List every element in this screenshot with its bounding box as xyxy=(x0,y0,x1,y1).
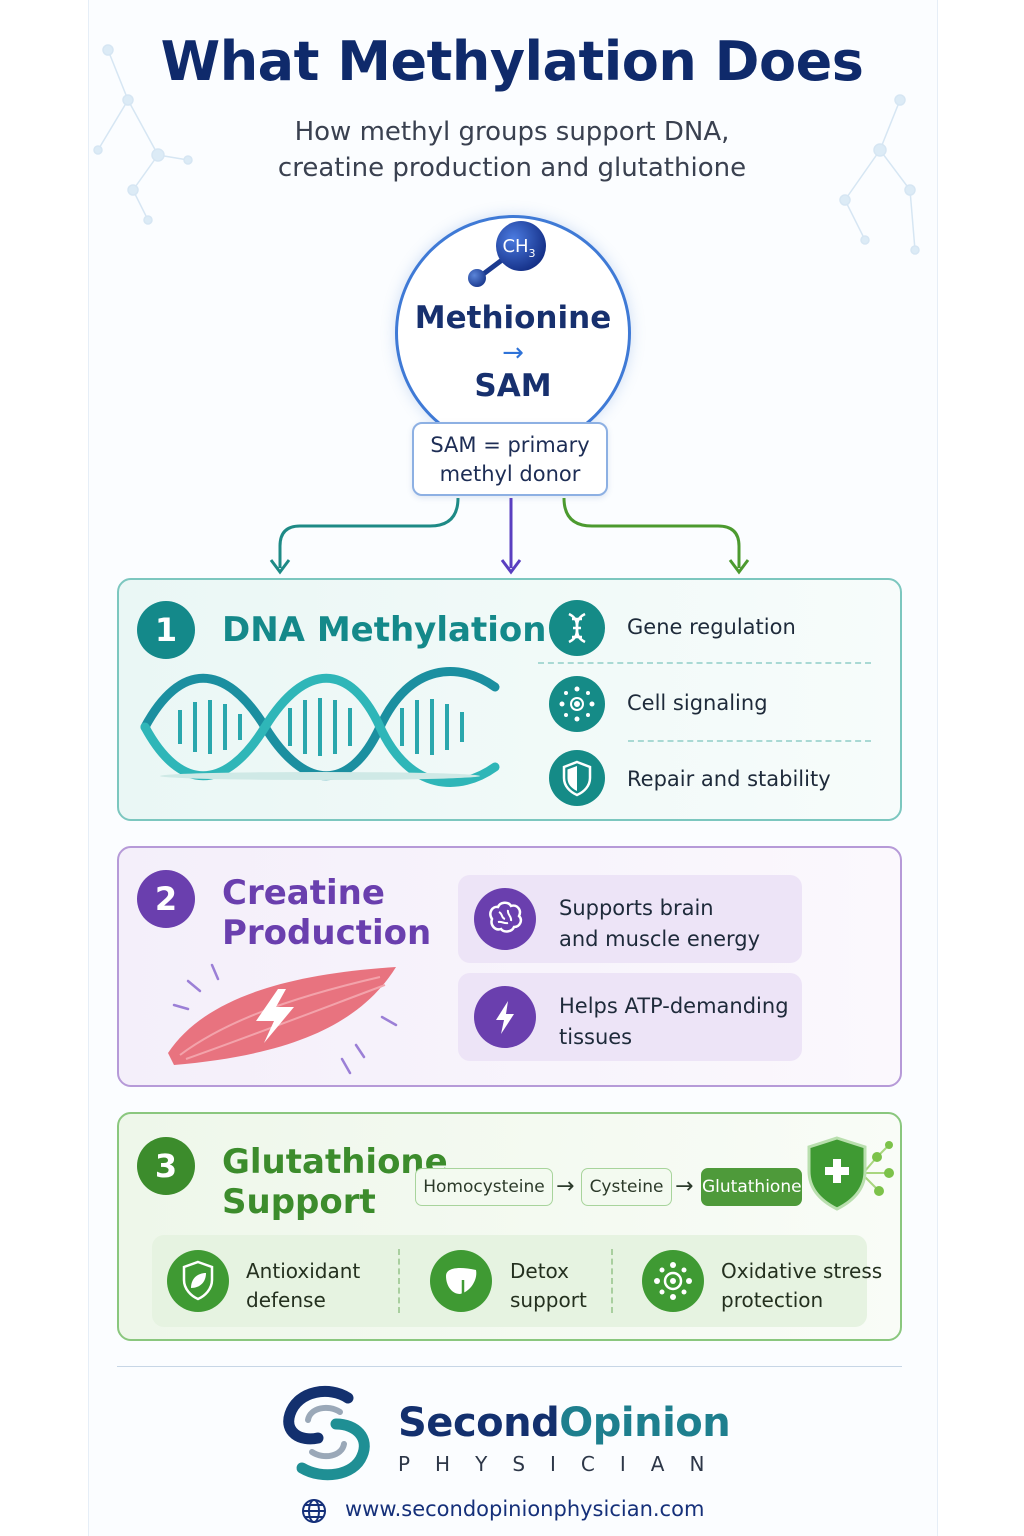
dna-methylation-title: DNA Methylation xyxy=(222,610,547,650)
antioxidant-defense-text: Antioxidant defense xyxy=(246,1257,360,1315)
cell-signaling-label: Cell signaling xyxy=(627,691,768,715)
glutathione-title-line-2: Support xyxy=(222,1182,376,1222)
repair-stability-label: Repair and stability xyxy=(627,767,831,791)
website-link[interactable]: www.secondopinionphysician.com xyxy=(345,1497,705,1521)
sam-note-box: SAM = primary methyl donor xyxy=(412,422,608,496)
brain-energy-line-1: Supports brain xyxy=(559,896,714,920)
section-number-3: 3 xyxy=(137,1137,195,1195)
glutathione-benefits-bar xyxy=(152,1235,867,1327)
creatine-title-line-1: Creatine xyxy=(222,873,385,913)
methionine-label: Methionine xyxy=(414,300,612,336)
brain-energy-text: Supports brain and muscle energy xyxy=(559,893,760,955)
lightning-icon xyxy=(474,986,536,1048)
cell-signal-icon xyxy=(549,676,605,732)
footer-divider xyxy=(117,1366,902,1367)
section-number-1: 1 xyxy=(137,601,195,659)
leaf-shield-icon xyxy=(167,1250,229,1312)
brain-icon xyxy=(474,888,536,950)
divider xyxy=(538,662,871,664)
cell-icon xyxy=(642,1250,704,1312)
chain-arrow-2: → xyxy=(675,1174,694,1199)
detox-support-text: Detox support xyxy=(510,1257,587,1315)
brain-energy-line-2: and muscle energy xyxy=(559,927,761,951)
dna-helix-icon xyxy=(140,667,500,787)
molecule-decoration-left xyxy=(93,44,193,225)
brand-name: SecondOpinion xyxy=(398,1400,731,1446)
page-subtitle: How methyl groups support DNA, creatine … xyxy=(0,114,1024,186)
divider xyxy=(628,740,871,742)
detox-line-2: support xyxy=(510,1288,587,1312)
subtitle-line-1: How methyl groups support DNA, xyxy=(294,117,730,147)
conversion-arrow: → xyxy=(502,338,524,368)
subtitle-line-2: creatine production and glutathione xyxy=(277,153,747,183)
muscle-lightning-icon xyxy=(168,963,398,1075)
homocysteine-chip: Homocysteine xyxy=(415,1168,553,1206)
glutathione-title-line-1: Glutathione xyxy=(222,1142,448,1182)
oxidative-stress-text: Oxidative stress protection xyxy=(721,1257,882,1315)
section-number-2: 2 xyxy=(137,870,195,928)
chain-arrow-1: → xyxy=(556,1174,575,1199)
oxidative-line-2: protection xyxy=(721,1288,824,1312)
atp-line-1: Helps ATP-demanding xyxy=(559,994,789,1018)
arrow-to-dna xyxy=(278,497,460,568)
brand-name-part-1: Second xyxy=(398,1400,560,1446)
brand-subtitle: PHYSICIAN xyxy=(398,1452,730,1476)
arrow-to-glutathione xyxy=(562,497,741,568)
antioxidant-line-2: defense xyxy=(246,1288,326,1312)
gene-regulation-label: Gene regulation xyxy=(627,615,796,639)
divider xyxy=(398,1249,400,1313)
sam-label: SAM xyxy=(474,368,552,404)
dna-icon xyxy=(549,600,605,656)
flow-arrows xyxy=(269,497,750,575)
atp-text: Helps ATP-demanding tissues xyxy=(559,991,789,1053)
creatine-title-line-2: Production xyxy=(222,913,432,953)
cysteine-chip: Cysteine xyxy=(581,1168,672,1206)
atp-line-2: tissues xyxy=(559,1025,633,1049)
page-title: What Methylation Does xyxy=(160,30,864,93)
second-opinion-logo xyxy=(283,1385,370,1481)
sam-note-line-1: SAM = primary xyxy=(430,433,590,457)
glutathione-chip: Glutathione xyxy=(701,1168,802,1206)
antioxidant-line-1: Antioxidant xyxy=(246,1259,361,1283)
brand-name-part-2: Opinion xyxy=(559,1400,731,1446)
sam-note-line-2: methyl donor xyxy=(439,462,581,486)
glutathione-support-title: Glutathione Support xyxy=(222,1142,448,1222)
detox-line-1: Detox xyxy=(510,1259,570,1283)
methyl-group-icon: CH3 xyxy=(468,221,546,287)
glutathione-shield-icon xyxy=(807,1136,894,1211)
shield-icon xyxy=(549,750,605,806)
globe-icon xyxy=(302,1499,326,1523)
creatine-production-title: Creatine Production xyxy=(222,873,431,953)
molecule-decoration-right xyxy=(839,94,920,255)
liver-icon xyxy=(430,1250,492,1312)
oxidative-line-1: Oxidative stress xyxy=(721,1259,883,1283)
divider xyxy=(611,1249,613,1313)
